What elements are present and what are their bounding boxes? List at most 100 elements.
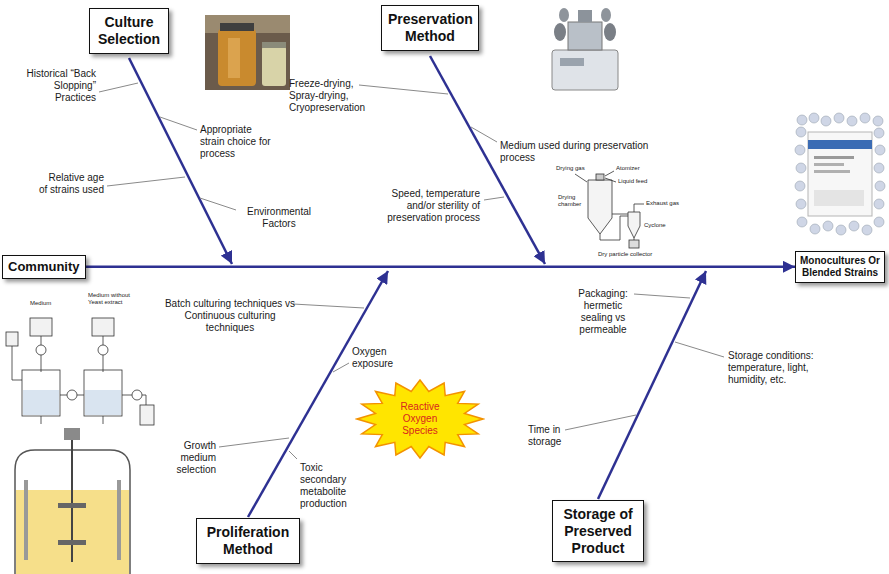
- freeze-dryer-picture: [601, 8, 611, 22]
- box-text: Monocultures Or Blended Strains: [800, 255, 880, 279]
- product-photo: [814, 190, 864, 206]
- category-box: Proliferation Method: [196, 518, 300, 564]
- spray-dryer-schematic: [588, 180, 612, 234]
- leader-line: [99, 83, 724, 459]
- bioreactor-schematic: [60, 395, 67, 396]
- product-photo: [814, 163, 844, 166]
- fermenter-tank: [24, 480, 28, 560]
- bioreactor-schematic: [67, 390, 77, 400]
- jar-photo: [218, 29, 256, 86]
- bioreactor-schematic: [23, 390, 59, 415]
- jar-photo: [205, 15, 290, 90]
- spine-arrow: [86, 266, 796, 269]
- bioreactor-schematic: [6, 332, 18, 346]
- product-photo: [809, 113, 819, 123]
- product-photo: [873, 116, 883, 126]
- bioreactor-schematic: [41, 355, 42, 372]
- product-photo: [874, 217, 884, 227]
- bioreactor-schematic: [103, 355, 104, 372]
- bioreactor-schematic: [77, 395, 84, 396]
- jar-photo: [205, 15, 290, 33]
- product-photo: [795, 113, 885, 235]
- bioreactor-schematic: [6, 318, 154, 425]
- product-photo: [796, 163, 806, 173]
- leader-line: [99, 83, 138, 92]
- freeze-dryer-picture: [568, 22, 602, 50]
- cause-label: Packaging: hermetic sealing vs permeable: [572, 288, 634, 336]
- jar-photo: [262, 42, 286, 48]
- product-photo: [834, 113, 844, 123]
- bioreactor-schematic: [30, 318, 52, 336]
- product-photo: [814, 170, 850, 173]
- illustration-label: Drying chamber: [558, 194, 584, 208]
- spray-dryer-schematic: [575, 174, 587, 182]
- product-photo: [795, 112, 885, 237]
- cause-label: Oxygen exposure: [352, 346, 408, 370]
- outcome-box: Monocultures Or Blended Strains: [795, 251, 885, 283]
- cause-label: Environmental Factors: [238, 206, 320, 230]
- box-text: Storage of Preserved Product: [559, 506, 637, 556]
- product-photo: [808, 132, 872, 216]
- box-text: Culture Selection: [96, 14, 162, 48]
- product-photo: [874, 163, 884, 173]
- cause-label: Speed, temperature and/or sterility of p…: [372, 188, 480, 224]
- product-photo: [823, 221, 833, 231]
- leader-line: [289, 451, 297, 459]
- bioreactor-schematic: [41, 336, 42, 345]
- leader-line: [359, 85, 448, 94]
- product-photo: [795, 145, 805, 155]
- illustration-label: Cyclone: [644, 222, 674, 229]
- jar-photo: [228, 38, 240, 78]
- leader-line: [219, 438, 289, 447]
- product-photo: [849, 221, 859, 231]
- product-photo: [808, 140, 872, 149]
- bioreactor-schematic: [103, 336, 104, 345]
- starburst-callout: Reactive Oxygen Species: [355, 378, 485, 460]
- product-photo: [797, 115, 807, 125]
- product-photo: [797, 217, 807, 227]
- illustration-label: Liquid feed: [618, 178, 654, 185]
- cause-label: Freeze-drying, Spray-drying, Cryopreserv…: [289, 78, 373, 114]
- product-photo: [875, 181, 885, 191]
- freeze-dryer-picture: [604, 23, 616, 41]
- bioreactor-schematic: [22, 370, 60, 416]
- bioreactor-schematic: [142, 395, 146, 405]
- cause-label: Batch culturing techniques vs Continuous…: [160, 298, 300, 334]
- category-box: Preservation Method: [381, 5, 479, 51]
- cause-label: Historical “Back Slopping” Practices: [14, 68, 96, 104]
- start-box: Community: [2, 255, 86, 279]
- product-photo: [795, 112, 885, 237]
- leader-line: [471, 127, 497, 142]
- spray-dryer-schematic: [596, 174, 604, 180]
- box-text: Reactive Oxygen Species: [388, 401, 452, 437]
- product-photo: [874, 128, 884, 138]
- bioreactor-schematic: [84, 370, 122, 416]
- box-text: Community: [8, 259, 80, 275]
- product-photo: [810, 224, 820, 234]
- leader-line: [565, 415, 636, 430]
- jar-photo: [220, 23, 254, 31]
- illustration-label: Dry particle collector: [598, 251, 670, 258]
- cause-label: Appropriate strain choice for process: [200, 124, 272, 160]
- leader-line: [160, 117, 197, 130]
- product-photo: [796, 127, 806, 137]
- fermenter-tank: [58, 503, 86, 508]
- leader-line: [675, 342, 724, 357]
- leader-line: [484, 197, 504, 200]
- cause-label: Relative age of strains used: [38, 172, 104, 196]
- spray-dryer-schematic: [628, 212, 640, 238]
- freeze-dryer-picture: [578, 10, 592, 22]
- cause-label: Storage conditions: temperature, light, …: [728, 350, 820, 386]
- product-photo: [814, 156, 854, 159]
- bioreactor-schematic: [92, 318, 114, 336]
- bioreactor-schematic: [122, 395, 132, 396]
- product-photo: [874, 199, 884, 209]
- bioreactor-schematic: [41, 416, 103, 424]
- category-box: Storage of Preserved Product: [552, 500, 644, 562]
- bioreactor-schematic: [132, 390, 142, 400]
- cause-label: Growth medium selection: [150, 440, 216, 476]
- bioreactor-schematic: [140, 405, 154, 425]
- leader-line: [293, 304, 364, 308]
